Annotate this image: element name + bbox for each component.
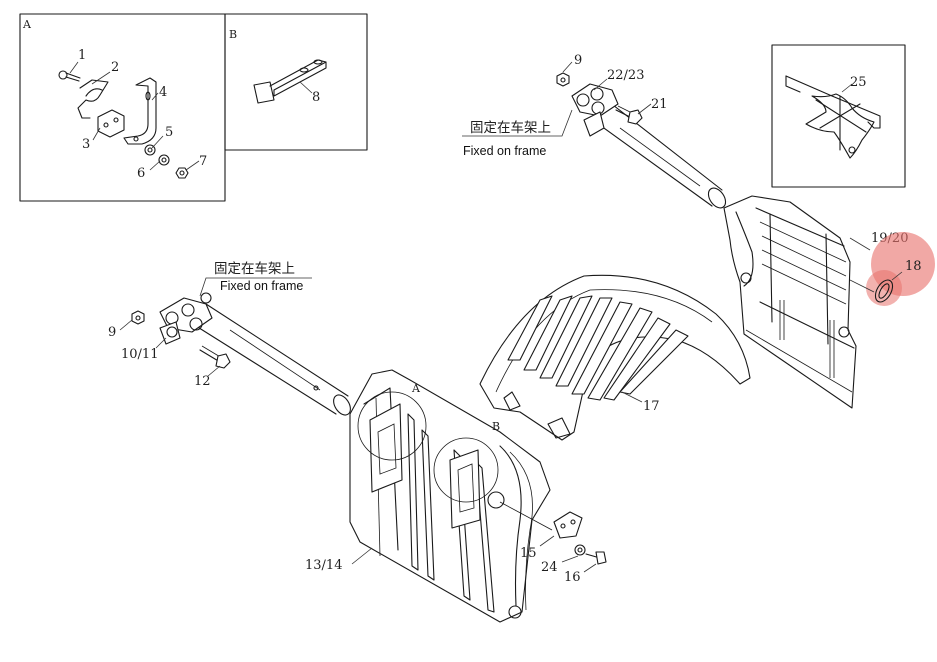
inset-25: 25 <box>771 44 906 188</box>
lower-left-arm-assembly: 9 10/11 12 固定在车架上 Fixed on frame <box>108 260 351 416</box>
inset-b-frame <box>224 13 368 151</box>
part-18-highlight: 18 <box>849 232 935 306</box>
label-part-2: 2 <box>111 60 119 75</box>
label-part-12: 12 <box>194 374 211 389</box>
inset-a: A 1 <box>19 13 226 202</box>
note-lower-cn: 固定在车架上 <box>214 260 295 277</box>
note-upper-en: Fixed on frame <box>463 144 546 158</box>
part-9-nut-upper <box>556 72 570 87</box>
callout-letter-b: B <box>492 420 500 433</box>
label-part-22-23: 22/23 <box>607 68 644 83</box>
label-part-7: 7 <box>199 154 207 169</box>
upper-tube <box>589 97 727 209</box>
upper-right-arm-assembly: 9 22/23 21 固定在车架上 Fixed on frame <box>462 53 727 209</box>
label-part-1: 1 <box>78 48 86 63</box>
label-part-17: 17 <box>643 399 660 414</box>
label-part-18: 18 <box>905 259 922 274</box>
label-part-24: 24 <box>541 560 558 575</box>
callout-letter-a: A <box>411 382 421 395</box>
callout-circle-a <box>357 391 427 461</box>
inset-a-letter: A <box>22 18 32 31</box>
part-1-bolt <box>58 70 81 82</box>
part-24-washer <box>574 544 586 556</box>
part-25-reflector-bracket <box>785 75 881 159</box>
label-part-4: 4 <box>159 85 167 100</box>
part-15-bracket-plate <box>499 501 583 539</box>
part-4-bracket <box>123 77 157 145</box>
label-part-21: 21 <box>651 97 668 112</box>
label-part-5: 5 <box>165 125 173 140</box>
part-9-nut-lower <box>131 310 145 325</box>
label-part-9-lower: 9 <box>108 325 116 340</box>
label-part-3: 3 <box>82 137 90 152</box>
part-12-bolt <box>199 345 231 369</box>
callout-circle-b <box>433 437 499 503</box>
part-17-ribbed-fender: 17 <box>479 274 751 441</box>
part-6-washer <box>158 154 170 166</box>
part-2-clamp <box>77 79 109 119</box>
note-upper-cn: 固定在车架上 <box>470 119 551 136</box>
label-part-15: 15 <box>520 546 537 561</box>
part-3-plate <box>97 109 125 138</box>
note-upper-leader <box>462 109 573 137</box>
part-5-washer <box>144 144 156 156</box>
label-part-16: 16 <box>564 570 581 585</box>
inset-b-letter: B <box>229 28 237 41</box>
label-part-25: 25 <box>850 75 867 90</box>
inset-25-frame <box>771 44 906 188</box>
part-22-23-clamp-block <box>571 83 619 137</box>
inset-b: B 8 <box>224 13 368 151</box>
label-part-9-upper: 9 <box>574 53 582 68</box>
part-10-11-clamp-block <box>159 292 213 345</box>
inset-a-frame <box>19 13 226 202</box>
note-lower-en: Fixed on frame <box>220 279 303 293</box>
part-13-14-front-mudguard: A B 13/14 <box>305 369 551 623</box>
label-part-8: 8 <box>312 90 320 105</box>
part-16-bolt <box>585 551 607 565</box>
lower-tube <box>195 303 351 416</box>
label-part-6: 6 <box>137 166 145 181</box>
part-7-nut <box>175 167 189 179</box>
note-lower-leader <box>199 277 312 297</box>
label-part-10-11: 10/11 <box>121 347 158 362</box>
label-part-13-14: 13/14 <box>305 558 342 573</box>
part-21-bolt <box>615 105 643 125</box>
